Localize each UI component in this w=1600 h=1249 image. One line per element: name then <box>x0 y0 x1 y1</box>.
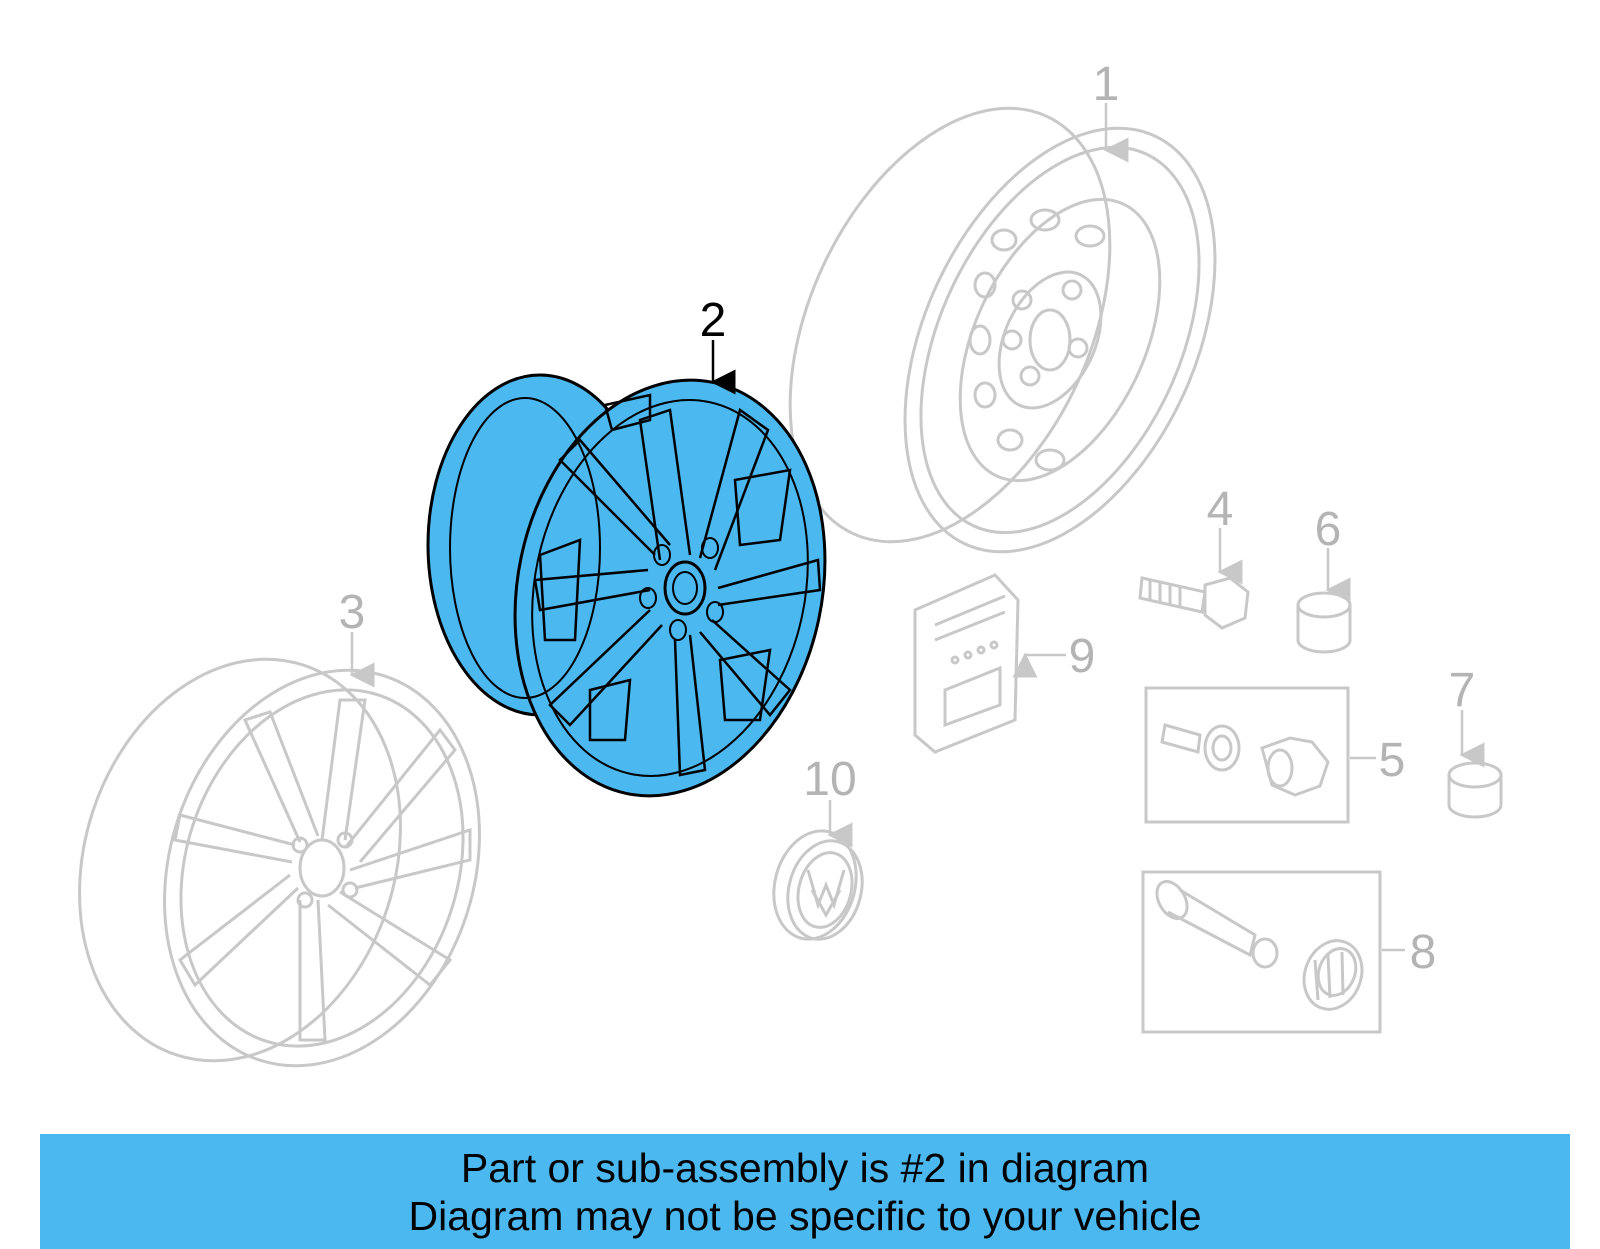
callout-7: 7 <box>1449 664 1476 717</box>
lock-bolt-kit-icon[interactable] <box>1144 686 1350 824</box>
info-banner: Part or sub-assembly is #2 in diagram Di… <box>40 1134 1570 1249</box>
callout-10: 10 <box>803 753 856 806</box>
alloy-wheel-icon[interactable] <box>426 351 862 825</box>
callout-6: 6 <box>1315 503 1342 556</box>
callout-1: 1 <box>1093 58 1120 111</box>
callout-4: 4 <box>1207 483 1234 536</box>
tpms-valve-kit-icon[interactable] <box>1141 870 1382 1034</box>
callout-3: 3 <box>339 586 366 639</box>
alloy-wheel-ghost-icon[interactable] <box>29 617 529 1107</box>
steel-wheel-icon[interactable] <box>726 57 1278 601</box>
label-sticker-icon[interactable] <box>913 573 1020 754</box>
cap-icon[interactable] <box>1447 761 1503 819</box>
callout-5: 5 <box>1379 734 1406 787</box>
callout-9: 9 <box>1069 630 1096 683</box>
callout-2: 2 <box>700 294 727 347</box>
nut-cap-icon[interactable] <box>1296 591 1352 654</box>
vw-center-cap-icon[interactable] <box>762 822 873 949</box>
banner-line-2: Diagram may not be specific to your vehi… <box>408 1192 1202 1239</box>
banner-line-1: Part or sub-assembly is #2 in diagram <box>460 1144 1150 1191</box>
leader-lines <box>349 103 1485 952</box>
callout-8: 8 <box>1410 926 1437 979</box>
lug-bolt-icon[interactable] <box>1138 576 1250 630</box>
